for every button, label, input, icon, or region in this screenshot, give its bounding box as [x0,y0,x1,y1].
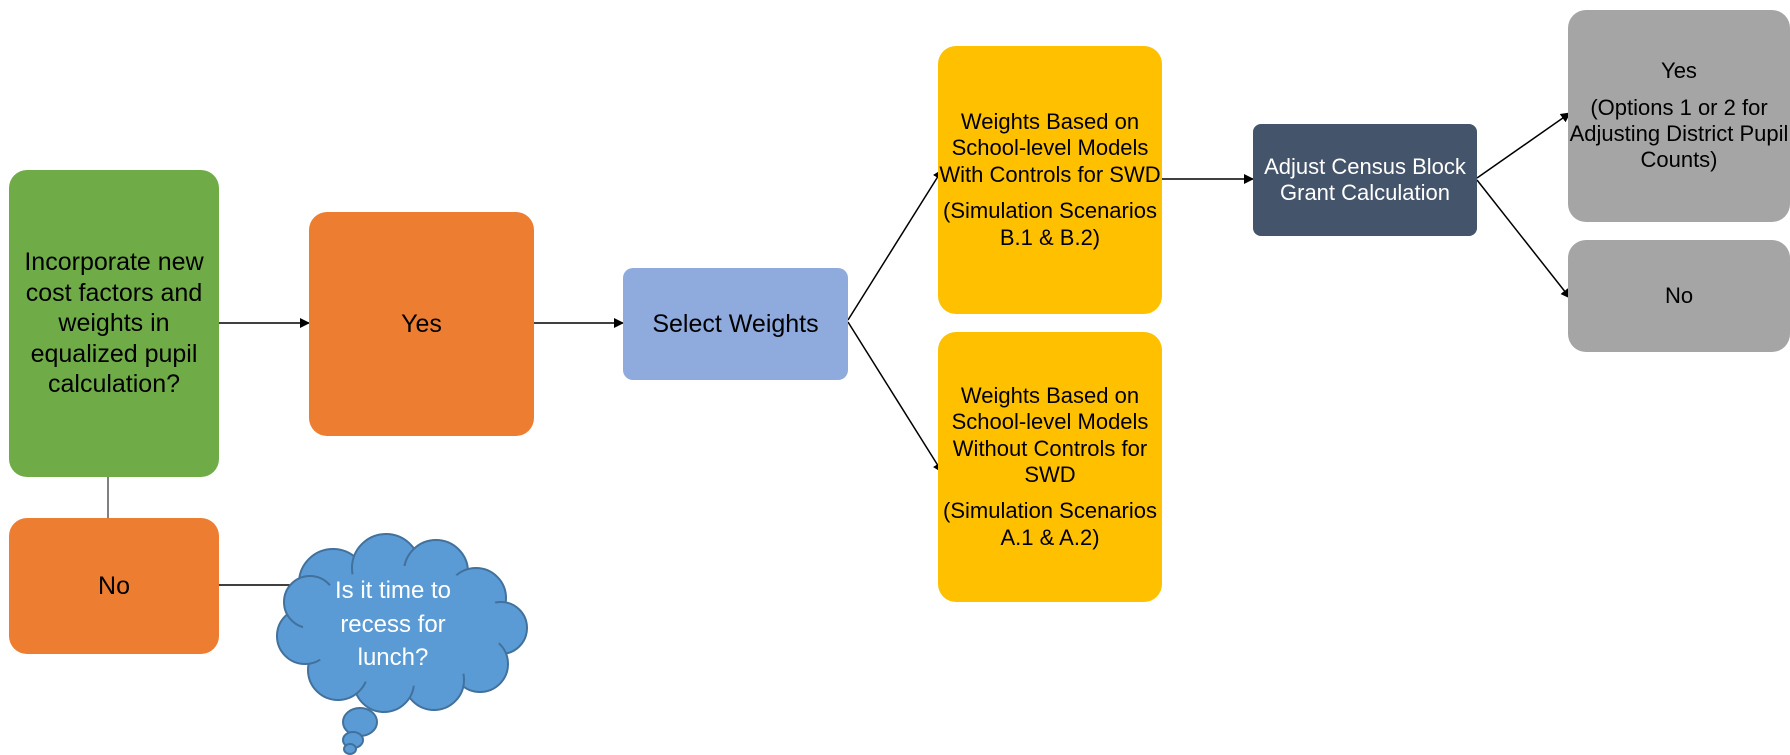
weights-without-note: (Simulation Scenarios A.1 & A.2) [943,498,1157,550]
weights-without-title: Weights Based on School-level Models Wit… [951,382,1149,487]
arrow-select-to-weights-without [847,321,943,473]
adjust-label: Adjust Census Block Grant Calculation [1264,153,1466,205]
select-weights-node: Select Weights [623,268,848,380]
weights-with-title: Weights Based on School-level Models Wit… [939,109,1161,187]
cloud-label: Is it time to recess for lunch? [334,577,452,672]
yes-outcome-note: (Options 1 or 2 for Adjusting District P… [1569,94,1789,173]
yes-outcome-node: Yes (Options 1 or 2 for Adjusting Distri… [1568,10,1790,222]
arrow-adjust-to-no [1476,179,1571,299]
arrow-adjust-to-yes [1476,112,1571,179]
select-weights-label: Select Weights [652,310,819,338]
adjust-census-node: Adjust Census Block Grant Calculation [1253,124,1477,236]
weights-with-note: (Simulation Scenarios B.1 & B.2) [943,198,1157,250]
weights-with-controls-node: Weights Based on School-level Models Wit… [938,46,1162,314]
weights-without-controls-node: Weights Based on School-level Models Wit… [938,332,1162,602]
yes-outcome-title: Yes [1661,58,1697,84]
decision-node: Incorporate new cost factors and weights… [9,170,219,477]
no-node: No [9,518,219,654]
yes-node: Yes [309,212,534,436]
thought-cloud [276,533,528,755]
arrow-select-to-weights-with [847,169,943,321]
no-outcome-label: No [1664,282,1694,308]
decision-label: Incorporate new cost factors and weights… [24,248,204,399]
yes-label: Yes [401,310,442,338]
no-label: No [98,572,130,600]
no-outcome-node: No [1568,240,1790,352]
